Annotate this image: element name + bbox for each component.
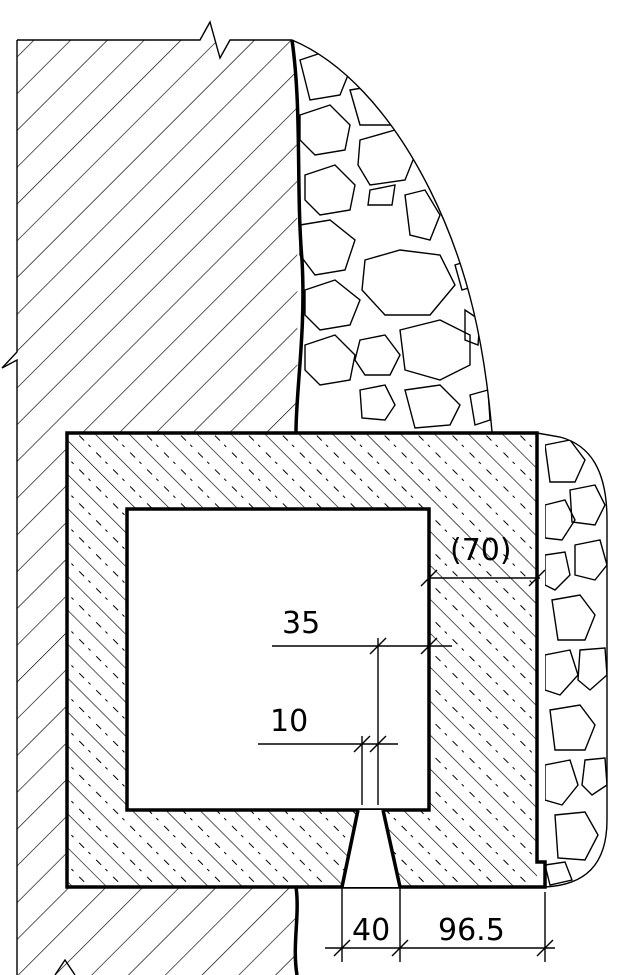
wall-face-break-line-upper xyxy=(290,39,305,433)
dimension-small-offset: 10 xyxy=(258,704,398,805)
rubble-fill-upper xyxy=(299,49,491,429)
dimension-inner-offset: 35 xyxy=(272,606,452,805)
dimension-chain-bottom: 40 96.5 xyxy=(325,887,555,962)
dimension-cover: (70) xyxy=(420,533,546,587)
concrete-block xyxy=(65,431,547,889)
block-opening xyxy=(125,507,431,812)
wall-hatch-lower xyxy=(16,432,295,975)
dimension-slot-width-label: 40 xyxy=(352,913,390,948)
wall-hatch-upper xyxy=(1,20,298,432)
dimension-small-offset-label: 10 xyxy=(270,704,308,739)
dimension-edge-distance-label: 96.5 xyxy=(438,913,505,948)
dimension-inner-offset-label: 35 xyxy=(282,606,320,641)
rubble-fill-right xyxy=(544,439,607,886)
rubble-outline-upper xyxy=(291,39,493,433)
dimension-cover-label: (70) xyxy=(450,533,512,568)
rubble-outline-right xyxy=(536,432,608,888)
wall-face-break-line-lower xyxy=(293,886,299,975)
